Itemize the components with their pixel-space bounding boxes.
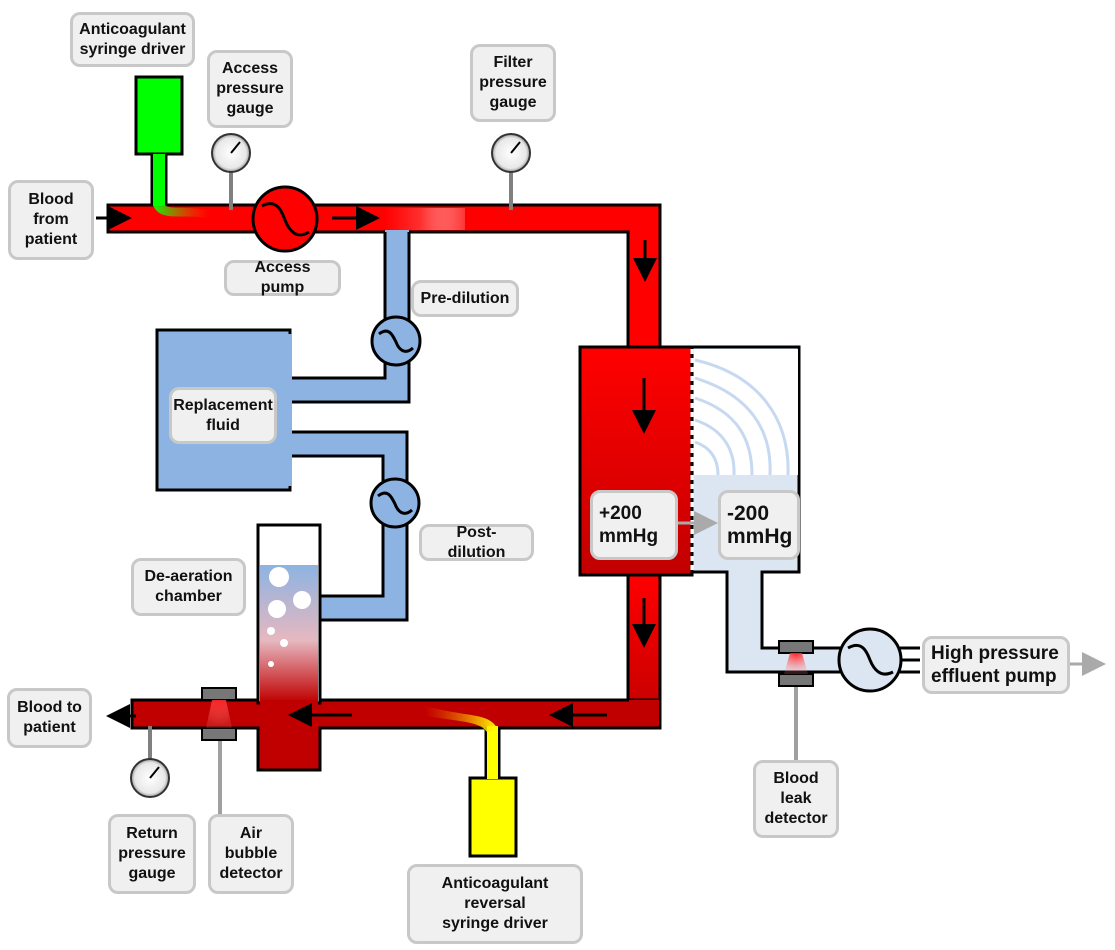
blood-leak-detector-icon [778,640,814,764]
air-bubble-detector-icon [201,687,237,820]
access-pressure-gauge-label: Access pressure gauge [207,50,293,128]
air-bubble-detector-label: Air bubble detector [208,814,294,894]
pre-dilution-pump-icon [370,315,422,367]
replacement-fluid-label: Replacement fluid [169,387,277,444]
filter-pressure-gauge-label: Filter pressure gauge [470,44,556,122]
post-dilution-pump-icon [369,477,421,529]
post-dilution-label: Post-dilution [419,524,534,561]
access-pressure-gauge-icon [211,133,251,210]
effluent-pump-label: High pressure effluent pump [922,636,1070,694]
filter-pressure-gauge-icon [491,133,531,210]
blood-to-patient-label: Blood to patient [7,688,92,748]
anticoagulant-reversal-syringe-driver [425,706,518,858]
blood-pressure-value: +200 mmHg [590,490,678,560]
effluent-pressure-value: -200 mmHg [718,490,800,560]
ultrafiltrate-streams [694,358,790,476]
return-pressure-gauge-icon [130,726,170,798]
flow-arrow-icon [96,206,657,728]
pre-dilution-label: Pre-dilution [411,280,519,317]
return-pressure-gauge-label: Return pressure gauge [108,814,196,894]
blood-from-patient-label: Blood from patient [8,180,94,260]
replacement-fluid-circuit [155,230,411,622]
pressure-gradient-arrow [678,511,1106,676]
anticoagulant-syringe-driver [134,75,210,218]
access-pump-label: Access pump [224,259,341,296]
blood-leak-detector-label: Blood leak detector [753,760,839,838]
anticoagulant-syringe-label: Anticoagulant syringe driver [70,12,195,67]
de-aeration-chamber-label: De-aeration chamber [131,558,246,616]
air-bubbles [267,567,311,667]
effluent-pump-icon [837,627,903,693]
access-pump-icon [251,185,319,253]
reversal-syringe-label: Anticoagulant reversal syringe driver [407,864,583,944]
